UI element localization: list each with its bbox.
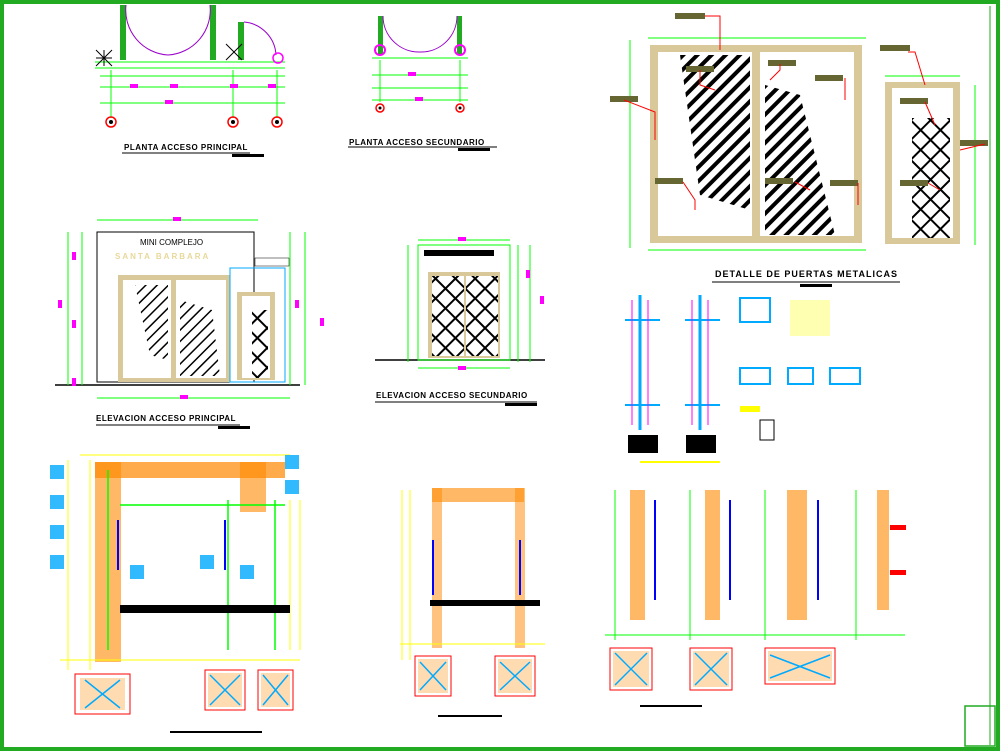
facade-text-line1: MINI COMPLEJO xyxy=(140,238,204,247)
elevacion-acceso-secundario xyxy=(375,237,545,406)
title-elevacion-acceso-secundario: ELEVACION ACCESO SECUNDARIO xyxy=(376,391,528,400)
facade-text-line2: SANTA BARBARA xyxy=(115,252,211,261)
title-elevacion-acceso-principal: ELEVACION ACCESO PRINCIPAL xyxy=(96,414,236,423)
title-planta-acceso-principal: PLANTA ACCESO PRINCIPAL xyxy=(124,143,248,152)
title-planta-acceso-secundario: PLANTA ACCESO SECUNDARIO xyxy=(349,138,485,147)
title-detalle-puertas-metalicas: DETALLE DE PUERTAS METALICAS xyxy=(715,269,898,279)
detalles-estructurales xyxy=(50,454,906,733)
elevacion-acceso-principal xyxy=(55,217,324,429)
planta-acceso-principal xyxy=(95,4,285,157)
title-block xyxy=(964,705,996,747)
planta-acceso-secundario xyxy=(348,15,497,151)
detalle-puertas-metalicas xyxy=(610,13,988,463)
